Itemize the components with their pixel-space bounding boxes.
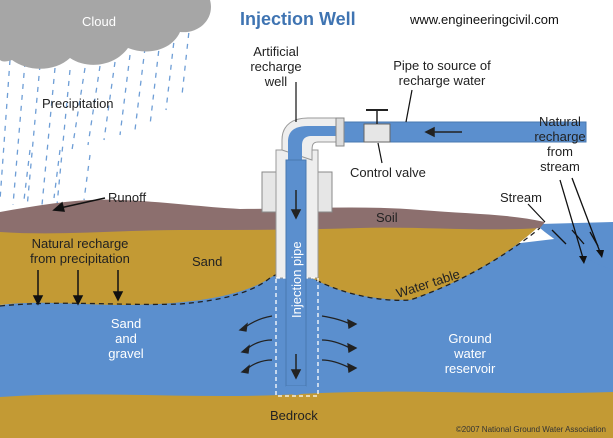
diagram-title: Injection Well (240, 9, 356, 29)
source-url: www.engineeringcivil.com (409, 12, 559, 27)
sand-label: Sand (192, 254, 222, 269)
artificial-well-label-2: recharge (250, 59, 301, 74)
injection-pipe-elbow (288, 126, 336, 160)
pipe-flow-arrows (290, 190, 302, 380)
source-flow-arrow (424, 126, 462, 138)
water-table-line (0, 227, 541, 307)
control-valve-label: Control valve (350, 165, 426, 180)
stream-pointer (527, 203, 546, 223)
precipitation-rain (0, 21, 191, 209)
reservoir-label-1: Ground (448, 331, 491, 346)
cloud-label: Cloud (82, 14, 116, 29)
precipitation-label: Precipitation (42, 96, 114, 111)
sand-layer (0, 215, 540, 305)
artificial-well-label-1: Artificial (253, 44, 299, 59)
pipe-source-label-1: Pipe to source of (393, 58, 491, 73)
stream-recharge-label-1: Natural (539, 114, 581, 129)
reservoir-label-3: reservoir (445, 361, 496, 376)
precip-recharge-label-1: Natural recharge (32, 236, 129, 251)
bedrock-layer (0, 389, 613, 438)
stream-recharge-arrows (551, 177, 601, 259)
sand-gravel-label-2: and (115, 331, 137, 346)
copyright-notice: ©2007 National Ground Water Association (456, 425, 606, 434)
precip-recharge-arrows (32, 270, 124, 306)
sand-gravel-label-3: gravel (108, 346, 144, 361)
pipe-label-leader (405, 89, 413, 123)
cloud-shape (0, 0, 211, 69)
artificial-well-label-3: well (264, 74, 288, 89)
pipe-flange (335, 117, 345, 147)
runoff-label: Runoff (108, 190, 146, 205)
stream-recharge-label-3: from (547, 144, 573, 159)
stream-water (540, 222, 613, 270)
reservoir-label-2: water (453, 346, 486, 361)
sand-gravel-label-1: Sand (111, 316, 141, 331)
soil-layer (0, 199, 545, 234)
stream-recharge-label-4: stream (540, 159, 580, 174)
injection-pipe-label: Injection pipe (289, 241, 304, 318)
dispersion-arrows (238, 315, 358, 374)
injection-pipe-tip (286, 386, 306, 395)
precip-recharge-label-2: from precipitation (30, 251, 130, 266)
pipe-source-label-2: recharge water (399, 73, 486, 88)
stream-arrowheads (579, 250, 604, 264)
control-valve (363, 109, 391, 143)
runoff-arrow (52, 197, 106, 212)
valve-label-leader (377, 142, 383, 164)
stream-label: Stream (500, 190, 542, 205)
soil-label: Soil (376, 210, 398, 225)
bedrock-label: Bedrock (270, 408, 318, 423)
stream-recharge-label-2: recharge (534, 129, 585, 144)
